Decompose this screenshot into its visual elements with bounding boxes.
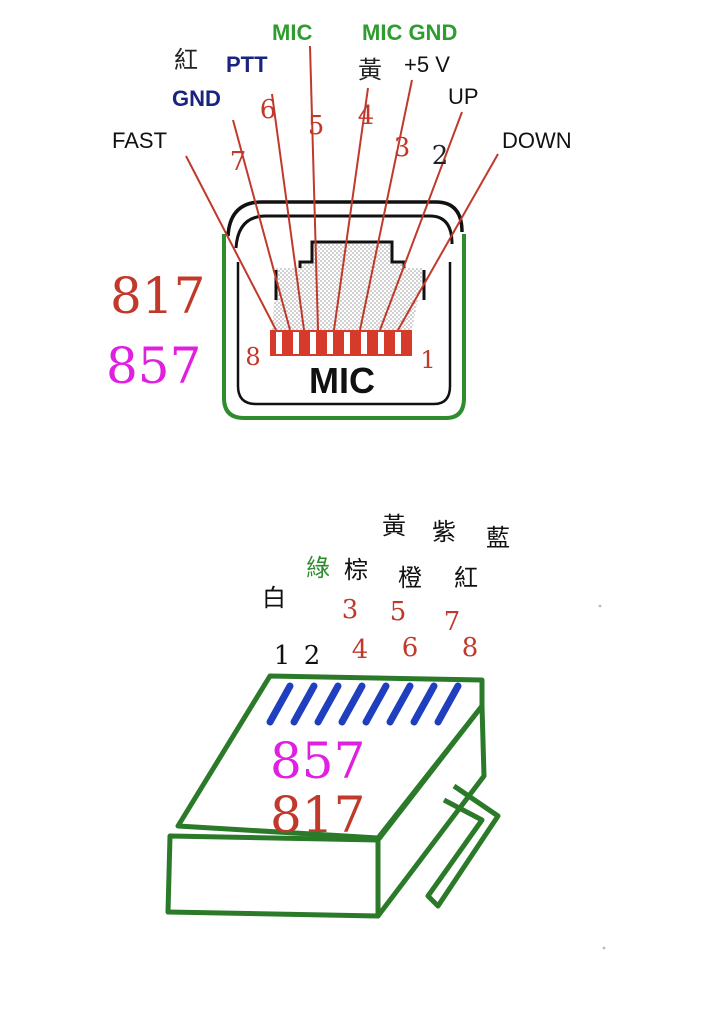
wire-color-8: 藍 — [486, 524, 510, 552]
plug-pin-5: 5 — [390, 597, 407, 627]
leader-6 — [271, 93, 305, 331]
plug-pin-6: 6 — [402, 633, 419, 663]
plug-pin-3: 3 — [342, 595, 359, 625]
leader-7 — [232, 119, 291, 331]
connector-outer-body — [222, 234, 466, 420]
label-down: DOWN — [502, 128, 572, 153]
plug-pin-4: 4 — [352, 635, 369, 665]
connector-title: MIC — [309, 360, 375, 401]
wire-color-1: 白 — [262, 584, 286, 612]
bottom-plug-diagram: 白 綠 棕 黃 橙 紫 紅 藍 1 2 3 4 5 6 7 8 857 817 — [165, 512, 510, 919]
pin-slot — [361, 332, 367, 354]
plug-contact — [410, 682, 438, 726]
pin-slot — [378, 332, 384, 354]
model-number-857: 857 — [106, 337, 201, 395]
plug-contact — [338, 682, 366, 726]
label-gnd: GND — [172, 86, 221, 111]
label-ptt: PTT — [226, 52, 268, 77]
leader-3 — [359, 79, 413, 331]
wire-color-7: 紅 — [454, 564, 478, 592]
pin-end-left-number: 8 — [245, 343, 260, 371]
leader-2 — [379, 111, 463, 331]
leader-5 — [309, 45, 319, 331]
plug-model-817: 817 — [270, 786, 365, 844]
label-mic: MIC — [272, 20, 312, 45]
pin-block — [270, 330, 412, 356]
pin-slots — [276, 332, 401, 354]
pin-number-2: 2 — [432, 141, 449, 171]
model-number-817: 817 — [110, 267, 205, 325]
leader-down — [397, 153, 499, 331]
label-fast: FAST — [112, 128, 167, 153]
pin-number-5: 5 — [308, 111, 325, 141]
plug-side-face — [375, 703, 487, 919]
label-5v: +5 V — [404, 52, 450, 77]
pin-number-4: 4 — [358, 101, 375, 131]
wire-color-4: 黃 — [382, 512, 406, 540]
label-yellow-char: 黃 — [358, 56, 382, 84]
plug-contact — [266, 682, 294, 726]
pin-number-7: 7 — [230, 147, 247, 177]
top-connector-diagram: MIC 8 1 FAST 紅 GND PTT MIC MIC GND 黃 +5 … — [106, 20, 572, 420]
leader-lines — [185, 45, 499, 331]
plug-model-857: 857 — [270, 732, 365, 790]
plug-contact — [362, 682, 390, 726]
plug-latch-tab — [425, 783, 501, 909]
plug-contacts — [266, 682, 462, 726]
plug-contact — [314, 682, 342, 726]
speck-dot — [598, 604, 602, 608]
pin-end-right-number: 1 — [420, 346, 435, 374]
pin-slot — [276, 332, 282, 354]
plug-pin-2: 2 — [304, 641, 321, 671]
label-red-char: 紅 — [174, 46, 198, 74]
connector-top-arc-outer — [226, 200, 464, 237]
label-up: UP — [448, 84, 479, 109]
connector-top-arc-inner — [234, 214, 454, 249]
plug-contact — [386, 682, 414, 726]
wire-color-2: 綠 — [306, 554, 330, 582]
connector-inner-body — [236, 262, 452, 406]
label-mic-gnd: MIC GND — [362, 20, 457, 45]
plug-contact — [434, 682, 462, 726]
leader-4 — [333, 87, 369, 331]
pin-slot — [310, 332, 316, 354]
contact-shadow-area — [272, 268, 424, 330]
pin-slot — [395, 332, 401, 354]
pin-number-6: 6 — [260, 95, 277, 125]
wire-color-5: 橙 — [398, 564, 422, 592]
pin-slot — [344, 332, 350, 354]
plug-pin-8: 8 — [462, 633, 479, 663]
wire-color-6: 紫 — [432, 518, 456, 546]
pin-number-3: 3 — [394, 133, 411, 163]
plug-pin-1: 1 — [274, 641, 291, 671]
pin-slot — [327, 332, 333, 354]
speck-dot — [602, 946, 606, 950]
plug-pin-7: 7 — [444, 607, 461, 637]
plug-front-face — [165, 833, 381, 919]
plug-contact — [290, 682, 318, 726]
pin-slot — [293, 332, 299, 354]
wire-color-3: 棕 — [344, 556, 368, 584]
leader-fast — [185, 155, 277, 331]
